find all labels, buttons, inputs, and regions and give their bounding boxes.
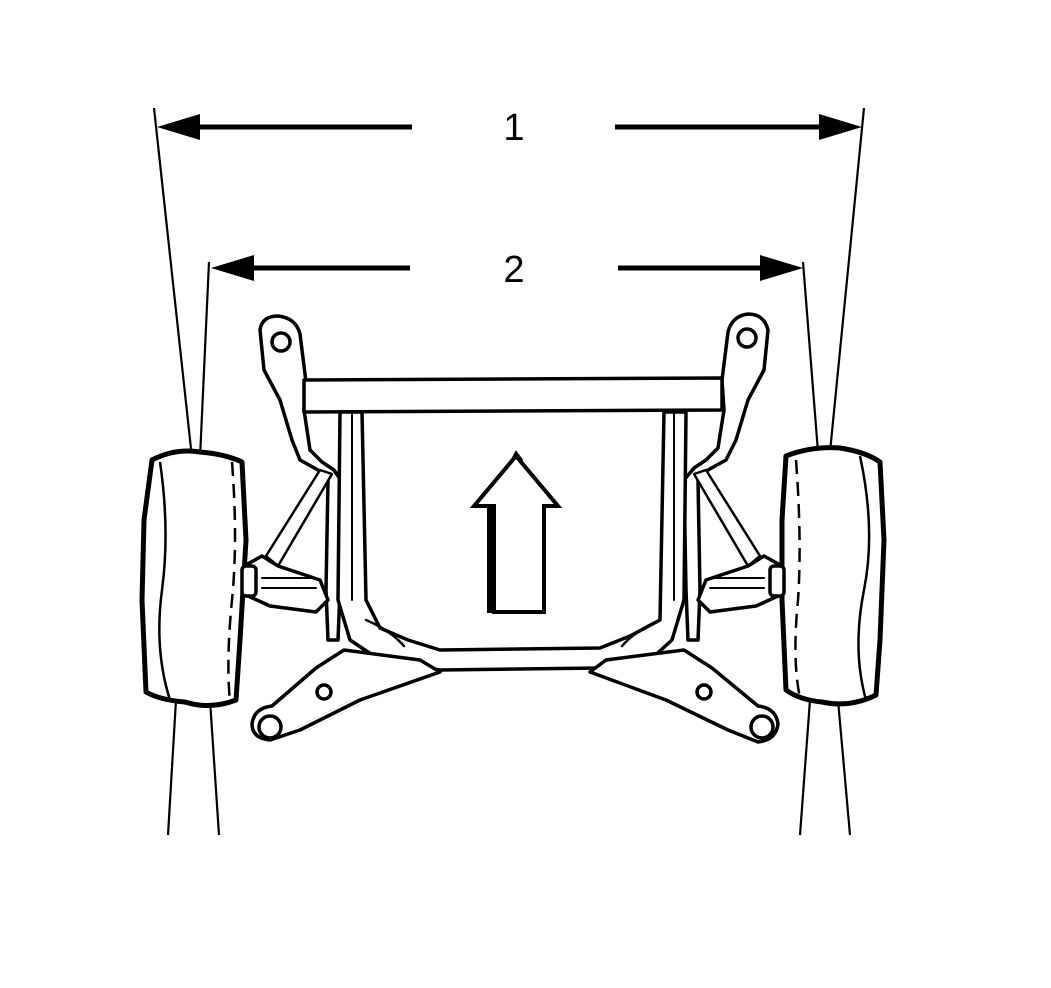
arrow-left-1-icon	[157, 114, 200, 140]
right-wheel	[779, 445, 887, 707]
axle-assembly	[240, 312, 786, 744]
dimension-1	[157, 114, 862, 140]
arrow-right-2-icon	[760, 255, 803, 281]
arrow-left-2-icon	[211, 255, 254, 281]
callout-1: 1	[503, 107, 525, 149]
callout-2: 2	[503, 249, 525, 291]
dimension-2	[211, 255, 803, 281]
left-wheel	[139, 448, 249, 708]
forward-arrow-icon	[469, 450, 563, 614]
arrow-right-1-icon	[819, 114, 862, 140]
extension-lines	[152, 107, 866, 836]
